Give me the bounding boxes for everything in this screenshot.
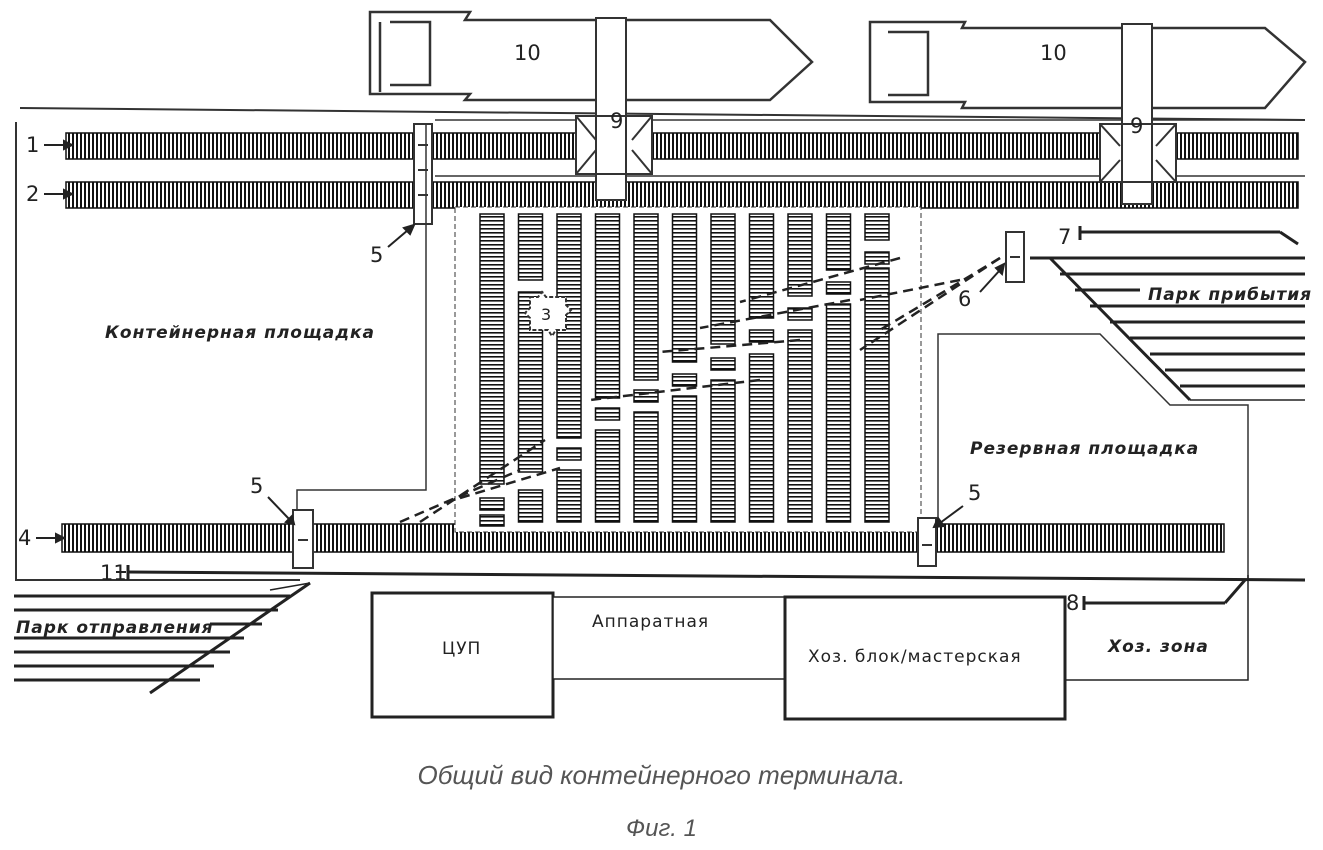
container-stack <box>673 396 697 522</box>
label-9-right: 9 <box>1130 114 1143 138</box>
label-5-left: 5 <box>250 474 263 498</box>
container-stack <box>865 252 889 264</box>
container-stack <box>519 214 543 280</box>
container-stack <box>557 448 581 460</box>
label-5-top: 5 <box>370 243 383 267</box>
container-stack <box>557 470 581 522</box>
container-stack <box>634 412 658 522</box>
label-8: 8 <box>1066 591 1079 615</box>
label-1: 1 <box>26 133 39 157</box>
utility-zone-outline <box>1065 575 1248 680</box>
area-arrival-park: Парк прибытия <box>1148 285 1312 305</box>
container-stack <box>711 358 735 370</box>
container-stack <box>827 304 851 522</box>
label-workshop: Хоз. блок/мастерская <box>808 647 1022 667</box>
arrival-park-tracks <box>1030 232 1305 400</box>
stacking-area <box>455 207 921 532</box>
area-utility-zone: Хоз. зона <box>1107 637 1209 657</box>
container-stack <box>750 354 774 522</box>
area-departure-park: Парк отправления <box>16 618 214 638</box>
container-stack <box>596 430 620 522</box>
label-3: 3 <box>541 305 551 324</box>
label-equipment-room: Аппаратная <box>592 612 709 632</box>
container-stack <box>673 214 697 362</box>
container-stack <box>711 380 735 522</box>
container-stack <box>480 515 504 526</box>
departure-park-tracks <box>14 583 310 693</box>
container-stack <box>480 498 504 510</box>
container-stack <box>827 282 851 294</box>
container-stack <box>750 330 774 342</box>
container-stack <box>865 214 889 240</box>
label-4: 4 <box>18 526 31 550</box>
container-stack <box>480 214 504 484</box>
label-2: 2 <box>26 182 39 206</box>
label-7: 7 <box>1058 225 1071 249</box>
container-stack <box>673 374 697 386</box>
label-9-left: 9 <box>610 109 623 133</box>
area-container-yard: Контейнерная площадка <box>105 323 375 343</box>
container-stack <box>788 214 812 296</box>
area-reserve-yard: Резервная площадка <box>970 439 1199 459</box>
container-stack <box>827 214 851 270</box>
label-10-left: 10 <box>514 41 541 65</box>
container-stack <box>596 214 620 398</box>
label-6: 6 <box>958 287 971 311</box>
container-stack <box>865 268 889 522</box>
container-stack <box>788 330 812 522</box>
building-equipment-room <box>553 597 785 679</box>
track-2 <box>66 182 1298 208</box>
label-control-center: ЦУП <box>442 639 481 659</box>
gantry-crane-6 <box>1006 232 1024 282</box>
label-5-right: 5 <box>968 481 981 505</box>
figure-caption: Общий вид контейнерного терминала. <box>0 760 1323 791</box>
label-10-right: 10 <box>1040 41 1067 65</box>
container-stack <box>634 214 658 380</box>
container-stack <box>519 490 543 522</box>
container-stack <box>634 390 658 402</box>
gantry-crane-5-top <box>414 124 432 224</box>
gantry-crane-5-bottom-right <box>918 518 936 566</box>
ship-right <box>870 22 1305 108</box>
container-stack <box>750 214 774 318</box>
figure-number: Фиг. 1 <box>0 815 1323 843</box>
ship-left <box>370 12 812 100</box>
container-stack <box>596 408 620 420</box>
